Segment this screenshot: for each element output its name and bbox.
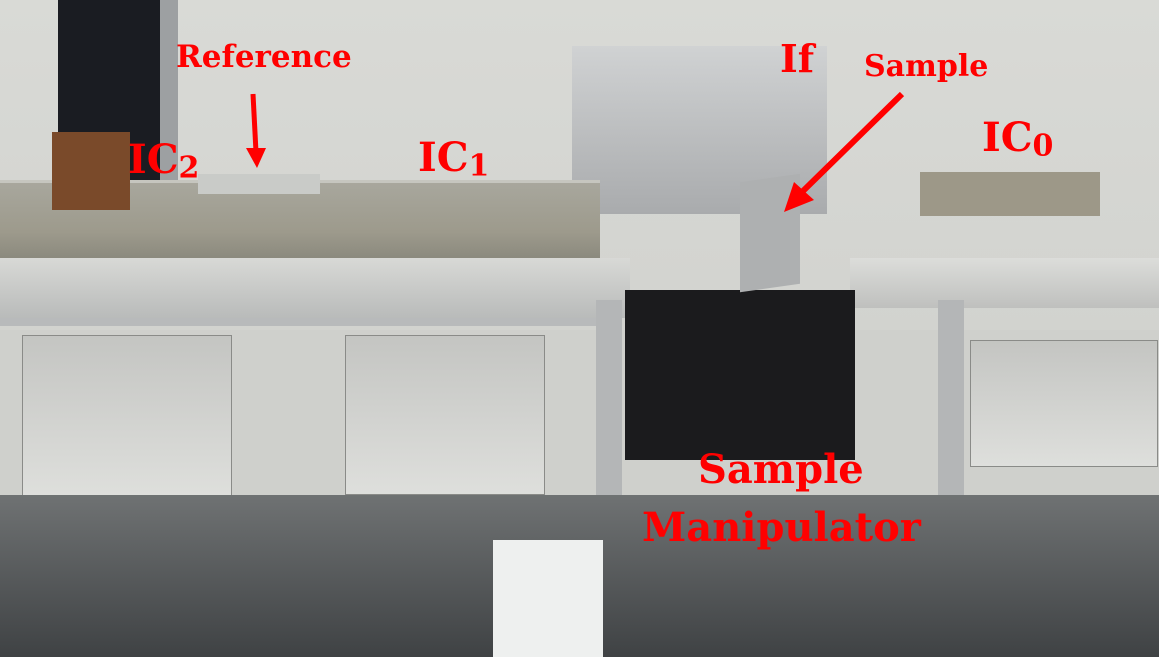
- current-amplifier: [345, 335, 545, 495]
- label-ic1: IC1: [418, 138, 489, 182]
- shelf: [0, 318, 610, 326]
- label-ic2-sub: 2: [178, 150, 200, 186]
- label-reference: Reference: [176, 39, 352, 75]
- label-sample-manipulator-line1: Sample: [698, 446, 864, 493]
- label-sample: Sample: [864, 49, 989, 84]
- current-amplifier: [970, 340, 1158, 467]
- label-ic1-main: IC: [418, 134, 469, 181]
- label-ic0-sub: 0: [1032, 128, 1054, 164]
- ic0-chamber: [920, 172, 1100, 216]
- right-table-top: [850, 258, 1159, 308]
- label-ic0: IC0: [982, 118, 1053, 162]
- sample-arrow-icon: [784, 91, 905, 212]
- sample-stage: [625, 290, 855, 460]
- tissue-box: [493, 540, 603, 657]
- label-ic0-main: IC: [982, 114, 1033, 161]
- label-ic2: IC2: [128, 140, 199, 184]
- reference-holder: [198, 174, 320, 194]
- brown-box: [52, 132, 130, 210]
- current-amplifier: [22, 335, 232, 497]
- label-ic1-sub: 1: [468, 148, 490, 184]
- rail-post: [160, 0, 178, 190]
- label-ic2-main: IC: [128, 136, 179, 183]
- left-table-top: [0, 258, 630, 318]
- label-sample-manipulator-line2: Manipulator: [642, 504, 921, 551]
- label-if: If: [780, 36, 815, 81]
- reference-arrow-icon: [246, 93, 266, 168]
